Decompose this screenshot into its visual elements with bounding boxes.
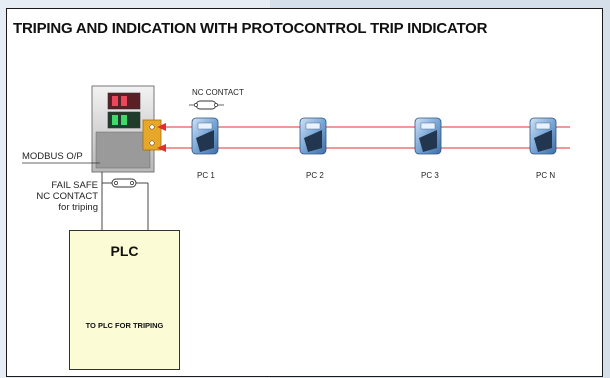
terminal-block bbox=[142, 119, 162, 151]
fail-safe-line-3: for triping bbox=[58, 202, 98, 213]
fail-safe-label: FAIL SAFE NC CONTACT for triping bbox=[28, 180, 98, 213]
device-label-pc-2: PC 2 bbox=[306, 171, 324, 180]
plc-title: PLC bbox=[110, 243, 139, 259]
device-label-pc-1: PC 1 bbox=[197, 171, 215, 180]
display-digit bbox=[112, 115, 118, 125]
display-digit bbox=[121, 96, 127, 106]
nc-contact-label: NC CONTACT bbox=[192, 88, 244, 97]
display-digit bbox=[121, 115, 127, 125]
arrow-bottom bbox=[157, 144, 166, 152]
plc-subtitle: TO PLC FOR TRIPING bbox=[85, 321, 164, 330]
device-pc-2 bbox=[299, 117, 327, 155]
fail-safe-line-1: FAIL SAFE bbox=[51, 180, 98, 191]
trip-loop-wires bbox=[157, 123, 570, 152]
modbus-label: MODBUS O/P bbox=[22, 151, 83, 162]
arrow-top bbox=[157, 123, 166, 131]
device-pc-1 bbox=[191, 117, 219, 155]
fail-safe-contact bbox=[101, 172, 149, 230]
device-pc-3 bbox=[414, 117, 442, 155]
controller-front-panel bbox=[95, 131, 151, 169]
fail-safe-line-2: NC CONTACT bbox=[36, 191, 98, 202]
plc-box: PLC TO PLC FOR TRIPING bbox=[69, 230, 180, 370]
diagram-title: TRIPING AND INDICATION WITH PROTOCONTROL… bbox=[13, 20, 488, 37]
display-digit bbox=[112, 96, 118, 106]
device-label-pc-3: PC 3 bbox=[421, 171, 439, 180]
trip-indicator-controller bbox=[91, 85, 162, 173]
nc-contact-symbol bbox=[189, 100, 224, 110]
device-label-pc-n: PC N bbox=[536, 171, 556, 180]
device-pc-n bbox=[529, 117, 557, 155]
